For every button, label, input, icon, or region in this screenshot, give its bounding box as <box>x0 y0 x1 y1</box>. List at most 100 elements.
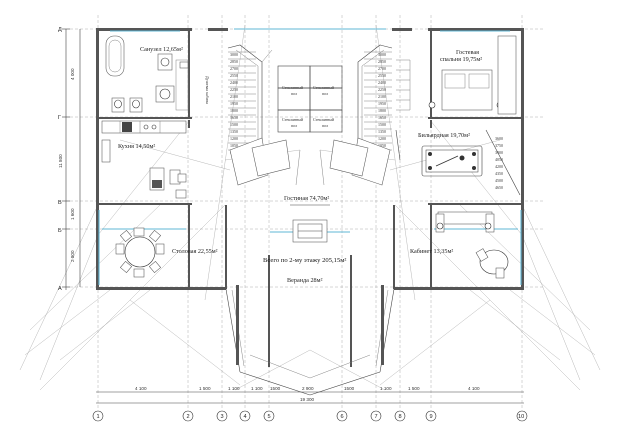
axis-label-col: 7 <box>375 414 378 420</box>
dim-bottom: 1500 <box>270 386 281 391</box>
room-label-study: Кабинет 13,35м² <box>410 248 453 255</box>
stair-mark: 1200 <box>378 136 386 141</box>
glass-floor-label: пол <box>291 123 297 128</box>
living-furniture <box>229 137 391 243</box>
axis-label-row: Д <box>58 27 62 33</box>
dim-left: 1 600 <box>70 208 75 220</box>
room-label-dining: Столовая 22,55м² <box>172 248 218 255</box>
glass-floor-label: Стеклянный <box>282 117 304 122</box>
dim-left: 2 800 <box>70 250 75 262</box>
glass-floor-label: Стеклянный <box>282 85 304 90</box>
stair-mark: 1500 <box>230 122 238 127</box>
room-label-living: Гостиная 74,70м² <box>284 195 329 202</box>
stair-mark: 1500 <box>378 122 386 127</box>
left-dimensions: 4 000 11 800 1 600 2 800 <box>58 68 75 262</box>
glass-floor-label: пол <box>291 91 297 96</box>
stair-mark: 1350 <box>378 129 386 134</box>
stair-mark: 1800 <box>230 108 238 113</box>
stair-mark: 2550 <box>378 73 386 78</box>
stair-mark: 1650 <box>230 115 238 120</box>
stair-mark: 1800 <box>378 108 386 113</box>
axis-label-col: 9 <box>430 414 433 420</box>
stair-mark: 2850 <box>230 59 238 64</box>
axis-label-col: 8 <box>399 414 402 420</box>
guest-bedroom-furniture <box>396 35 517 115</box>
stair-mark: 2400 <box>230 80 238 85</box>
total-area-label: Всего по 2-му этажу 205,15м² <box>263 257 346 264</box>
stair-mark: 2100 <box>378 94 386 99</box>
veranda <box>225 255 395 396</box>
dim-bottom: 1 500 <box>199 386 211 391</box>
stair-mark: 2850 <box>378 59 386 64</box>
axis-label-row: Г <box>58 115 61 121</box>
glass-floor-label: пол <box>322 91 328 96</box>
stair-mark: 2100 <box>230 94 238 99</box>
axis-rows: Д Г В Б А <box>58 27 81 292</box>
stair-mark: 1950 <box>230 101 238 106</box>
room-label-guest-bedroom: Гостевая <box>456 49 479 56</box>
billiard-mark: 4350 <box>495 171 503 176</box>
room-labels: Санузел 12,65м² Душевая кабина Гостевая … <box>118 46 482 284</box>
axis-label-col: 1 <box>97 414 100 420</box>
roof-projection-lines <box>19 24 601 391</box>
billiard-mark: 4500 <box>495 178 503 183</box>
billiard-mark: 4650 <box>495 185 503 190</box>
billiard-mark: 3600 <box>495 136 503 141</box>
axis-label-col: 2 <box>187 414 190 420</box>
glass-floor-label: Стеклянный <box>313 85 335 90</box>
room-label-billiard: Бильярдная 19,70м² <box>418 132 470 139</box>
axis-columns: 1 2 3 4 5 6 7 8 9 10 <box>92 410 528 422</box>
dining-furniture <box>115 227 165 278</box>
axis-label-col: 3 <box>221 414 224 420</box>
stair-left-marks: 3000 2850 2700 2550 2400 2250 2100 1950 … <box>230 52 238 155</box>
billiard-mark: 4200 <box>495 164 503 169</box>
dim-bottom: 1 100 <box>380 386 392 391</box>
stair-mark: 1350 <box>230 129 238 134</box>
room-label-veranda: Веранда 28м² <box>287 277 323 284</box>
glass-floor-label: Стеклянный <box>313 117 335 122</box>
bathroom-fixtures <box>105 35 189 113</box>
stair-mark: 1200 <box>230 136 238 141</box>
dim-left: 4 000 <box>70 68 75 80</box>
dim-left: 11 800 <box>58 154 63 168</box>
billiard-mark: 3900 <box>495 150 503 155</box>
room-label-bathroom: Санузел 12,65м² <box>140 46 183 53</box>
stair-mark: 2400 <box>378 80 386 85</box>
stair-mark: 1950 <box>378 101 386 106</box>
room-label-shower: Душевая кабина <box>205 76 210 104</box>
kitchen-fixtures <box>101 120 187 199</box>
room-label-guest-bedroom-area: спальня 19,75м² <box>440 56 482 63</box>
axis-label-col: 10 <box>518 414 524 420</box>
stair-mark: 2550 <box>230 73 238 78</box>
dim-bottom: 1 500 <box>408 386 420 391</box>
stair-mark: 1650 <box>378 115 386 120</box>
dim-bottom: 4 100 <box>135 386 147 391</box>
dim-bottom: 4 100 <box>468 386 480 391</box>
billiard-mark: 4050 <box>495 157 503 162</box>
billiard-furniture <box>395 129 521 196</box>
room-label-kitchen: Кухня 14,50м² <box>118 143 155 150</box>
dim-total: 19 300 <box>300 397 314 402</box>
stair-mark: 3000 <box>378 52 386 57</box>
axis-label-row: Б <box>58 228 62 234</box>
study-furniture <box>435 211 509 279</box>
stair-mark: 2700 <box>378 66 386 71</box>
axis-label-col: 4 <box>244 414 247 420</box>
stair-mark: 2250 <box>230 87 238 92</box>
axis-label-row: В <box>58 200 62 206</box>
dim-bottom: 1500 <box>344 386 355 391</box>
stair-mark: 2250 <box>378 87 386 92</box>
dim-bottom: 1 100 <box>251 386 263 391</box>
billiard-mark: 3750 <box>495 143 503 148</box>
stair-mark: 1050 <box>378 143 386 148</box>
dim-bottom: 2 900 <box>302 386 314 391</box>
axis-label-row: А <box>58 286 62 292</box>
axis-label-col: 5 <box>268 414 271 420</box>
stair-mark: 2700 <box>230 66 238 71</box>
stair-mark: 3000 <box>230 52 238 57</box>
exterior-walls <box>96 28 524 290</box>
glass-floor: Стеклянный пол Стеклянный пол Стеклянный… <box>277 65 343 133</box>
dim-bottom: 1 100 <box>228 386 240 391</box>
glass-floor-label: пол <box>322 123 328 128</box>
